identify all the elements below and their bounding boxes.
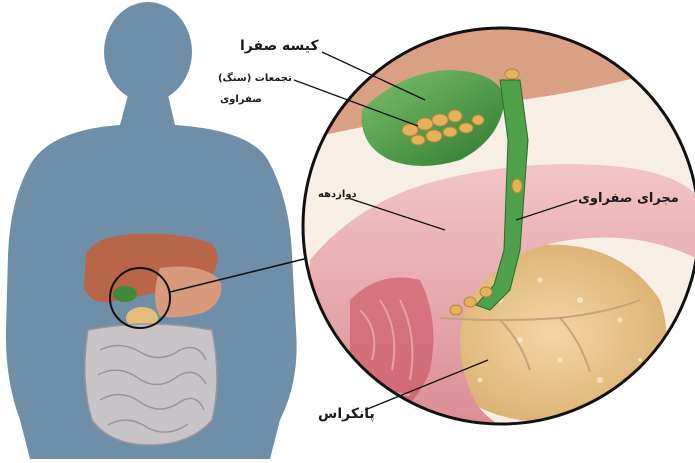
- intestines: [85, 324, 217, 445]
- gallbladder-small: [113, 286, 137, 302]
- label-stones-line1: تجمعات (سنگ): [218, 73, 292, 84]
- label-pancreas: پانکراس: [318, 406, 375, 422]
- label-bile-duct: مجرای صفراوی: [578, 191, 679, 206]
- label-gallbladder: کیسه صفرا: [240, 38, 319, 54]
- label-stones-line2: صفراوی: [220, 94, 262, 105]
- label-duodenum: دوازدهه: [318, 189, 357, 200]
